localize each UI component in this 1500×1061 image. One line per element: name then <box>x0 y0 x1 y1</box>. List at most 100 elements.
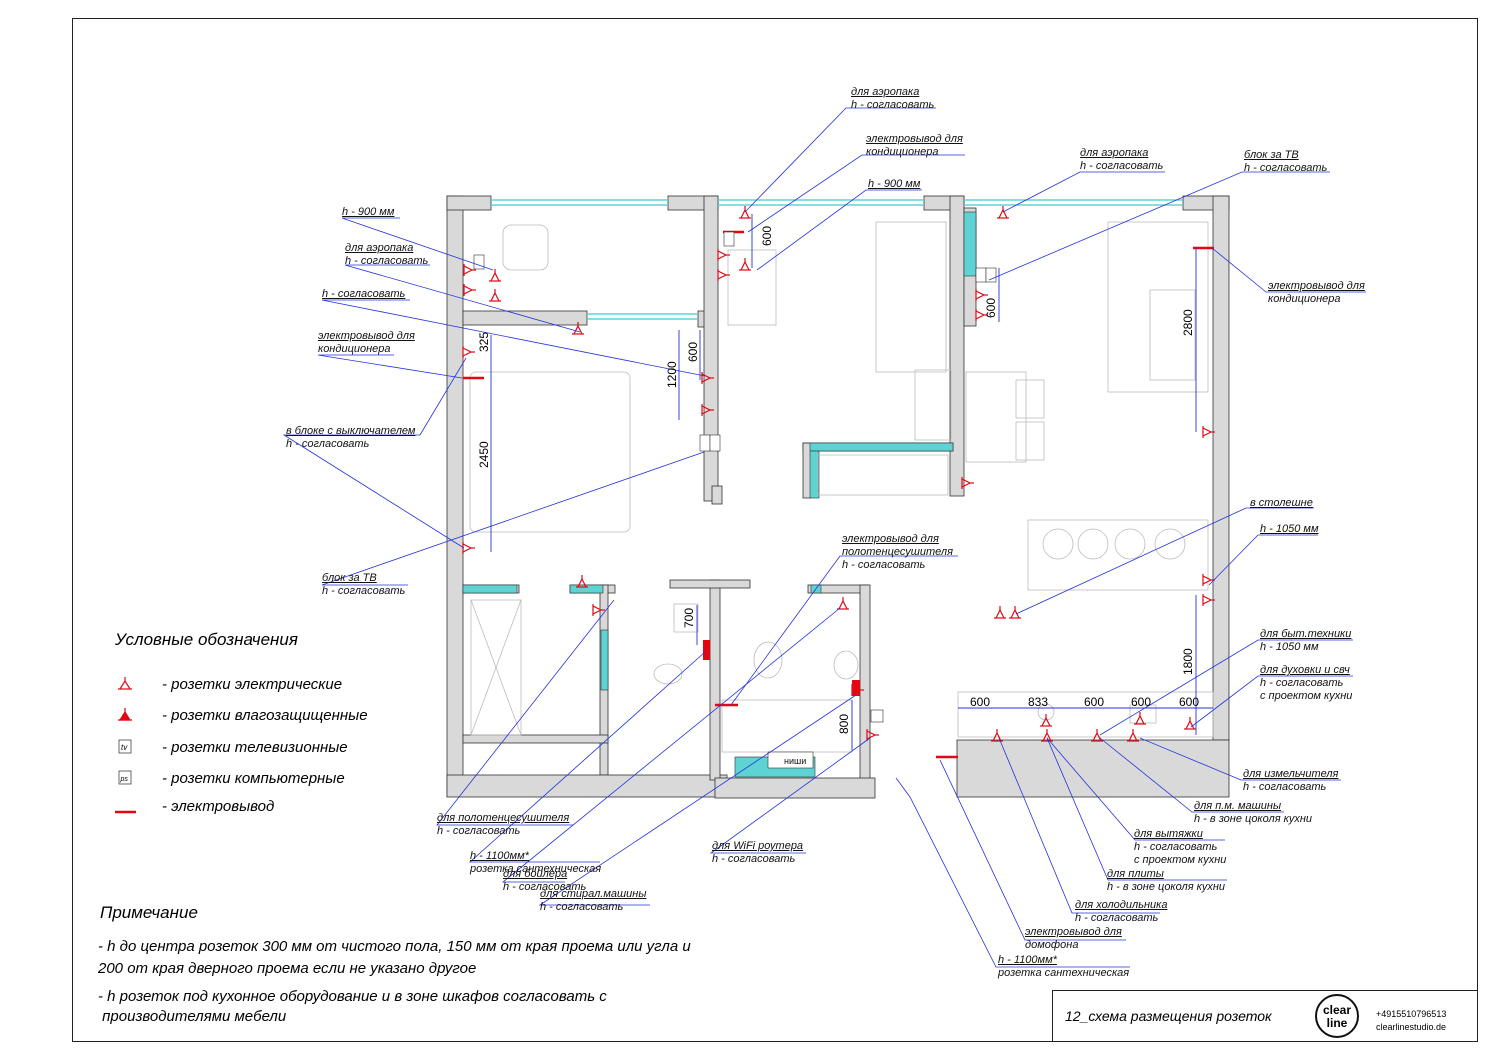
legend-label: - розетки компьютерные <box>162 770 345 787</box>
callout-line: h - согласовать <box>322 585 406 597</box>
logo-line2: line <box>1326 1016 1348 1030</box>
callout-line: розетка сантехническая <box>470 863 602 875</box>
furniture <box>469 221 1214 753</box>
dimension-label: 800 <box>837 714 851 734</box>
waterproof-socket-icon <box>118 708 132 721</box>
callout-line: электровывод для <box>1268 280 1365 292</box>
callout-line: блок за ТВ <box>1244 149 1299 161</box>
dimension-label: 600 <box>970 695 990 709</box>
callout-line: кондиционера <box>318 343 391 355</box>
callout-line: h - в зоне цоколя кухни <box>1194 813 1313 825</box>
svg-text:tv: tv <box>121 743 128 752</box>
dimension-label: 2800 <box>1181 309 1195 336</box>
logo-line1: clear <box>1322 1003 1352 1017</box>
callout-line: розетка сантехническая <box>998 967 1130 979</box>
callout: h - 1050 мм <box>1260 523 1319 536</box>
callout-line: домофона <box>1025 939 1079 951</box>
callout-line: h - согласовать <box>1134 841 1218 853</box>
leader-lines <box>282 107 1366 968</box>
callout-line: электровывод для <box>842 533 939 545</box>
dimension-label: 600 <box>1179 695 1199 709</box>
callout-line: для аэропака <box>851 86 920 98</box>
note-line: - h розеток под кухонное оборудование и … <box>98 988 607 1005</box>
callout-line: для духовки и свч <box>1260 664 1350 676</box>
drawing-frame <box>72 18 1478 1042</box>
dimension-label: 600 <box>984 298 998 318</box>
legend-label: - электровывод <box>162 798 275 815</box>
callout-line: для вытяжки <box>1134 828 1203 840</box>
legend-title: Условные обозначения <box>115 630 298 649</box>
callout-line: h - согласовать <box>851 99 935 111</box>
callout-line: h - согласовать <box>322 288 406 300</box>
callout-line: для WiFi роутера <box>712 840 804 852</box>
dimension-labels: 325 2450 600 1200 600 600 2800 700 800 1… <box>477 226 1199 734</box>
callout-line: для аэропака <box>1080 147 1149 159</box>
callout-line: блок за ТВ <box>322 572 377 584</box>
callout: h - 900 мм <box>868 178 920 191</box>
callout-line: для стирал.машины <box>540 888 647 900</box>
callout-line: полотенцесушителя <box>842 546 953 558</box>
dimension-label: 600 <box>686 342 700 362</box>
sheet-title: 12_схема размещения розеток <box>1065 1008 1272 1024</box>
callout-line: h - согласовать <box>1260 677 1344 689</box>
tv-ps-boxes <box>473 231 997 723</box>
dimension-label: 833 <box>1028 695 1048 709</box>
callout-line: для холодильника <box>1075 899 1168 911</box>
tv-socket-icon: tv <box>118 739 132 754</box>
callout-line: h - 1050 мм <box>1260 641 1319 653</box>
socket-icon <box>118 677 132 690</box>
callout-line: h - 900 мм <box>868 178 921 190</box>
callout-line: h - согласовать <box>503 881 587 893</box>
callout-line: h - 1100мм* <box>998 954 1057 966</box>
callout-line: электровывод для <box>318 330 415 342</box>
dimension-label: 2450 <box>477 441 491 468</box>
callout-line: h - 1100мм* <box>470 850 529 862</box>
callout: h - 1100мм*розетка сантехническая <box>470 850 601 876</box>
callout-line: для измельчителя <box>1243 768 1339 780</box>
callout-line: для быт.техники <box>1260 628 1352 640</box>
callout-line: h - согласовать <box>1244 162 1328 174</box>
callout-line: кондиционера <box>866 146 939 158</box>
callout-line: h - согласовать <box>1080 160 1164 172</box>
callout-line: h - согласовать <box>1243 781 1327 793</box>
callout: h - согласовать <box>322 288 405 301</box>
callout-line: h - 1050 мм <box>1260 523 1319 535</box>
callout-line: электровывод для <box>866 133 963 145</box>
callout-line: h - в зоне цоколя кухни <box>1107 881 1226 893</box>
legend-label: - розетки электрические <box>162 676 343 693</box>
callout-line: с проектом кухни <box>1134 854 1227 866</box>
dimension-label: 600 <box>760 226 774 246</box>
note-line: 200 от края дверного проема если не указ… <box>98 960 477 977</box>
dimension-label: 325 <box>477 332 491 352</box>
callout-line: h - согласовать <box>286 438 370 450</box>
callout-line: для бойлера <box>503 868 568 880</box>
callout-line: h - 900 мм <box>342 206 395 218</box>
note-line: - h до центра розеток 300 мм от чистого … <box>98 938 691 955</box>
computer-socket-icon: ps <box>118 770 132 785</box>
callout-line: для полотенцесушителя <box>437 812 570 824</box>
dimension-label: 1200 <box>665 361 679 388</box>
callout-line: h - согласовать <box>345 255 429 267</box>
callout-line: кондиционера <box>1268 293 1341 305</box>
callout-line: h - согласовать <box>1075 912 1159 924</box>
callout-line: для аэропака <box>345 242 414 254</box>
